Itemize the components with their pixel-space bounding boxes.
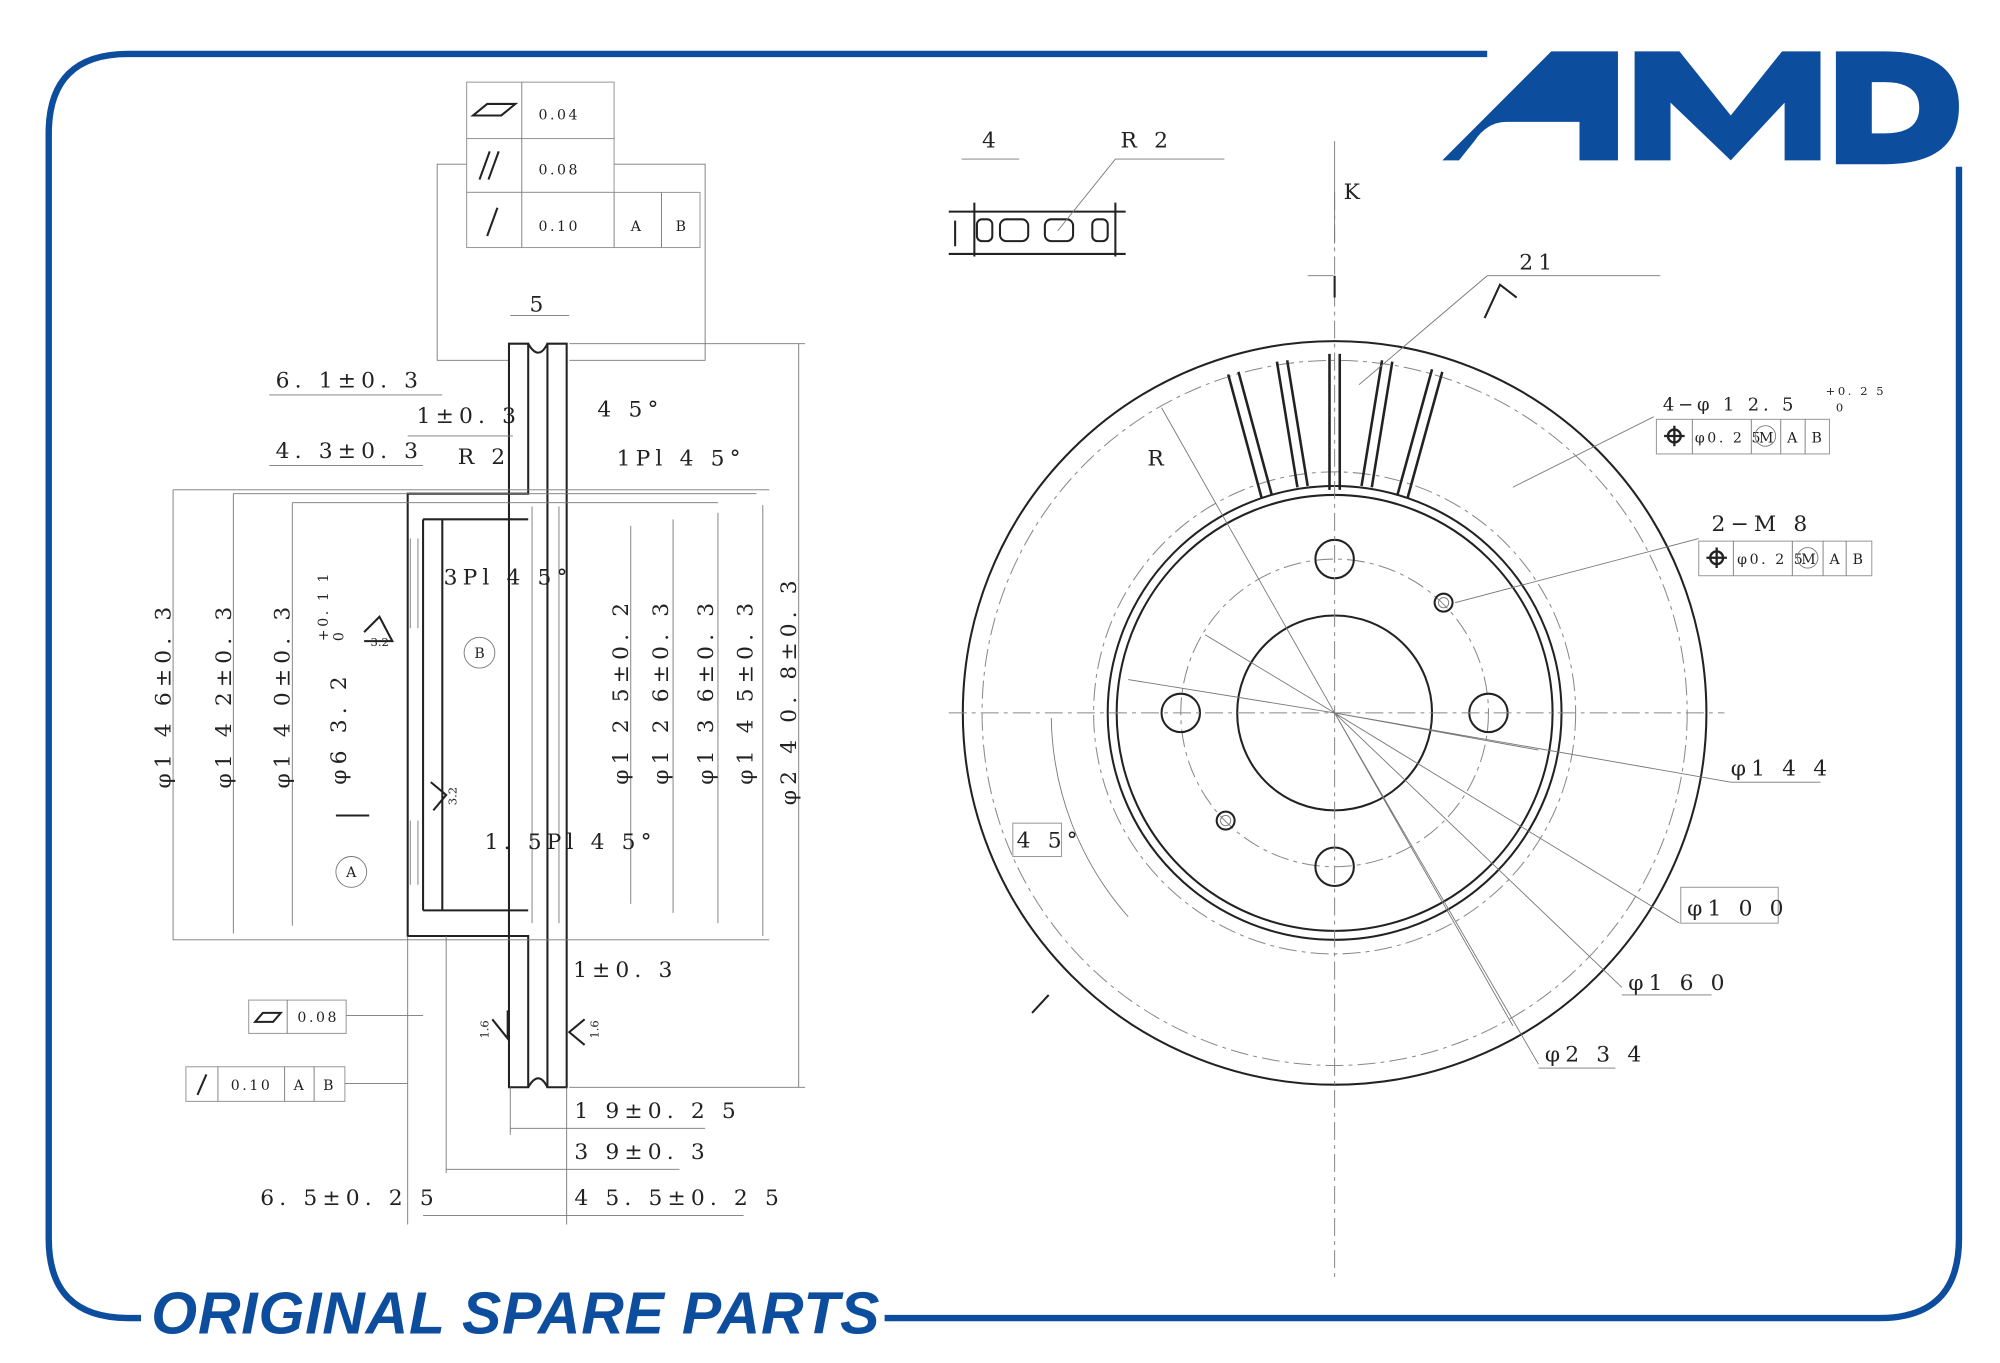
label-r: R [1147,446,1169,471]
datum-b: B [1853,552,1866,568]
dim-phi125: φ1 2 5±0. 2 [609,598,634,785]
dim-phi145: φ1 4 5±0. 3 [734,598,759,785]
angle-45: 4 5° [1017,829,1083,854]
dim-5: 5 [529,293,548,318]
position-icon [1664,425,1685,447]
runout-icon [486,207,499,237]
datum-a: A [630,219,644,235]
roughness-3-2b: 3.2 [445,787,459,805]
m8-tol: φ0. 2 5 [1737,552,1805,568]
roughness-1-6a: 1.6 [477,1020,491,1038]
label-21: 21 [1519,250,1557,275]
parallelism-icon [478,151,500,180]
dim-45-deg: 4 5° [597,398,663,423]
dim-phi144: φ1 4 4 [1731,757,1832,782]
brand-tagline: ORIGINAL SPARE PARTS [151,1281,879,1346]
amd-logo [1442,51,1959,165]
runout-value-bottom: 0.10 [231,1078,273,1094]
datum-b-marker: B [474,646,487,662]
dim-phi136: φ1 3 6±0. 3 [694,598,719,785]
dim-phi142: φ1 4 2±0. 3 [212,602,237,789]
holes-4-tol-lower: 0 [1836,401,1843,415]
dim-6-1: 6. 1±0. 3 [276,368,424,393]
chamfer-3: 3Pl 4 5° [444,566,573,591]
datum-b: B [1812,430,1825,446]
roughness-icon [430,781,448,812]
dim-phi160: φ1 6 0 [1628,971,1729,996]
frame-border [45,50,1963,1322]
section-dimension-lines [172,315,806,1225]
holes-4-tol: φ0. 2 5 [1695,430,1763,446]
roughness-1-6b: 1.6 [588,1020,602,1038]
chamfer-1: 1Pl 4 5° [617,446,746,471]
datum-a: A [1828,552,1842,568]
vent-slots [1226,353,1444,498]
flatness-value-bottom: 0.08 [297,1010,339,1026]
dim-phi63-2-tol-upper: +0. 1 1 [316,571,332,641]
fcf-top: 0.04 0.08 0.10 A B [436,81,706,361]
holes-4-callout: 4−φ 1 2. 5 [1663,394,1798,415]
flatness-icon [470,102,519,117]
dim-1: 1±0. 3 [417,404,521,429]
flatness-value: 0.04 [538,107,580,123]
dim-phi146: φ1 4 6±0. 3 [152,602,177,789]
datum-a: A [293,1078,307,1094]
datum-b: B [676,219,689,235]
vent-detail-view: 4 R 2 [948,129,1225,257]
dim-phi140: φ1 4 0±0. 3 [271,602,296,789]
datum-b: B [323,1078,336,1094]
datum-a: A [1786,430,1800,446]
dim-r2: R 2 [458,445,511,470]
section-view: 0.04 0.08 0.10 A B 5 6. 1±0. 3 1±0. 3 4.… [152,81,806,1225]
datum-triangle-icon [1483,283,1518,319]
front-view: K 21 R 4−φ 1 2. 5 +0. 2 5 0 φ0. 2 5 M A … [948,141,1887,1283]
datum-a-marker: A [345,865,359,881]
dim-phi240-8: φ2 4 0. 8±0. 3 [777,575,802,805]
fcf-holes-4: φ0. 2 5 M A B [1655,418,1830,455]
runout-value: 0.10 [538,219,580,235]
fcf-bottom-runout: 0.10 A B [185,1066,408,1102]
holes-4-tol-upper: +0. 2 5 [1826,384,1887,398]
chamfer-1-5: 1. 5Pl 4 5° [485,830,657,855]
m8-callout: 2−M 8 [1712,512,1813,537]
parallelism-value: 0.08 [538,162,580,178]
dim-19: 1 9±0. 2 5 [574,1099,741,1124]
roughness-3-2a: 3.2 [371,635,389,649]
position-icon [1706,547,1727,569]
dim-45-5: 4 5. 5±0. 2 5 [574,1186,784,1211]
roughness-icon [363,615,395,643]
dim-phi63-2: φ6 3. 2 [327,671,352,785]
dim-phi234: φ2 3 4 [1545,1043,1646,1068]
roughness-icon [491,1010,509,1042]
dim-phi126: φ1 2 6±0. 3 [649,598,674,785]
fcf-m8: φ0. 2 5 M A B [1698,540,1873,577]
dim-39: 3 9±0. 3 [574,1140,709,1165]
dim-phi100: φ1 0 0 [1687,896,1788,921]
detail-r2: R 2 [1121,129,1174,154]
dim-4-3: 4. 3±0. 3 [276,439,424,464]
fcf-bottom-flatness: 0.08 [248,999,424,1034]
section-k-label: K [1344,180,1365,205]
dim-phi63-2-tol-lower: 0 [332,630,348,642]
holes-4-mod: M [1759,430,1776,446]
flatness-icon [252,1011,283,1023]
runout-icon [196,1074,208,1096]
m8-mod: M [1801,552,1818,568]
detail-dim-4: 4 [982,129,1001,154]
dim-1-bottom: 1±0. 3 [573,958,677,983]
dim-6-5: 6. 5±0. 2 5 [260,1186,439,1211]
roughness-icon [567,1018,586,1046]
